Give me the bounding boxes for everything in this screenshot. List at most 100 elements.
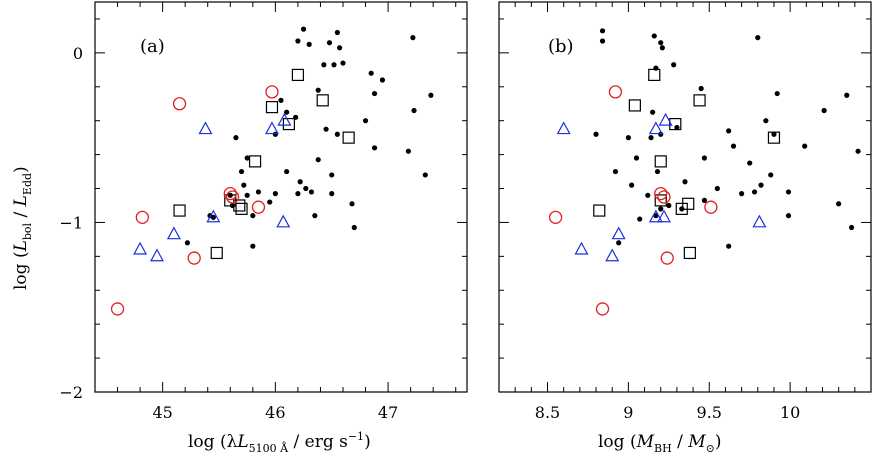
b-dot-point [771, 131, 777, 137]
a-x-tick-label: 47 [378, 403, 398, 422]
a-dot-point [278, 97, 284, 103]
a-dot-point [340, 60, 346, 66]
b-circle-point [608, 85, 623, 99]
b-dot-point [821, 107, 827, 114]
a-dot-point [308, 189, 315, 195]
b-dot-point [848, 224, 855, 231]
a-dot-point [371, 90, 378, 97]
a-circle-point [172, 97, 187, 111]
a-dot-point [238, 168, 245, 175]
b-square-point [628, 99, 641, 112]
b-dot-point [739, 191, 745, 197]
b-triangle-point [611, 226, 626, 240]
a-dot-point [411, 107, 417, 114]
a-dot-point [312, 213, 318, 219]
b-dot-point [682, 179, 688, 185]
b-dot-point [651, 33, 657, 39]
b-dot-point [612, 168, 619, 175]
b-triangle-point [648, 121, 663, 135]
b-dot-point [730, 143, 737, 149]
a-dot-point [300, 26, 307, 32]
a-square-point [291, 68, 305, 82]
b-dot-point [785, 213, 792, 219]
b-dot-point [701, 155, 708, 161]
panel-a-label: (a) [140, 36, 165, 57]
a-dot-point [315, 87, 321, 93]
b-square-point [693, 94, 706, 107]
a-square-point [235, 202, 248, 215]
b-x-tick-label: 8.5 [535, 403, 560, 422]
a-dot-point [323, 126, 329, 132]
a-triangle-point [166, 226, 181, 240]
a-dot-point [250, 213, 256, 219]
b-circle-point [595, 302, 610, 316]
b-triangle-point [656, 209, 671, 223]
a-dot-point [422, 172, 428, 178]
b-dot-point [855, 148, 861, 154]
b-dot-point [701, 197, 708, 203]
b-square-point [767, 131, 781, 144]
a-square-point [265, 101, 279, 114]
b-circle-point [548, 210, 563, 224]
b-square-point [683, 246, 696, 260]
b-dot-point [629, 182, 635, 188]
b-dot-point [637, 216, 643, 222]
b-square-point [593, 204, 606, 217]
b-triangle-point [605, 248, 620, 262]
b-dot-point [633, 155, 640, 161]
a-x-tick-label: 45 [152, 403, 172, 422]
a-dot-point [334, 131, 340, 137]
b-triangle-point [752, 214, 767, 228]
a-dot-point [267, 199, 273, 205]
panel-a-y-axis-label: log (Lbol / LEdd) [11, 166, 34, 290]
a-dot-point [326, 40, 333, 46]
a-dot-point [334, 29, 340, 36]
a-dot-point [368, 70, 374, 76]
a-dot-point [351, 224, 357, 231]
a-circle-point [187, 251, 201, 265]
a-dot-point [210, 214, 216, 220]
b-dot-point [785, 189, 792, 195]
a-dot-point [371, 145, 378, 151]
a-dot-point [272, 191, 278, 197]
a-square-point [282, 117, 295, 131]
b-dot-point [593, 131, 599, 137]
a-square-point [233, 199, 246, 212]
a-dot-point [297, 179, 303, 185]
b-dot-point [747, 160, 753, 166]
b-circle-point [704, 200, 718, 214]
b-dot-point [599, 38, 606, 44]
a-dot-point [284, 109, 290, 115]
b-square-point [648, 68, 661, 82]
a-x-tick-label: 46 [265, 403, 285, 422]
a-circle-point [110, 302, 125, 316]
b-dot-point [654, 168, 661, 175]
b-triangle-point [574, 241, 589, 255]
panel-b-label: (b) [548, 36, 574, 57]
a-dot-point [337, 45, 343, 51]
b-dot-point [645, 192, 651, 198]
a-square-point [173, 204, 186, 217]
a-dot-point [250, 243, 256, 249]
b-dot-point [666, 202, 672, 209]
a-circle-point [265, 85, 279, 99]
b-circle-point [660, 251, 674, 265]
a-dot-point [306, 41, 312, 47]
b-dot-point [758, 182, 764, 188]
b-dot-point [599, 28, 606, 34]
panel-a-y-axis: 0−1−2 [59, 18, 467, 402]
a-dot-point [295, 191, 301, 197]
b-dot-point [763, 118, 769, 124]
a-circle-point [135, 210, 149, 224]
b-dot-point [658, 206, 664, 212]
a-square-point [342, 131, 355, 144]
panel-a-x-axis: 45 46 47 [94, 2, 457, 422]
b-dot-point [844, 92, 850, 98]
panel-a-frame [94, 1, 468, 393]
b-dot-point [768, 172, 774, 178]
b-dot-point [774, 90, 780, 97]
b-x-tick-label: 10 [780, 403, 800, 422]
